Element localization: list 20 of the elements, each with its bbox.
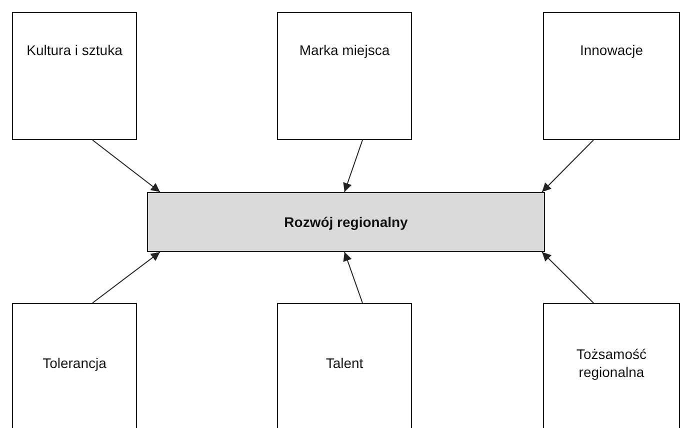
arrow: [542, 252, 594, 304]
factor-box: [12, 303, 137, 428]
factor-box: [277, 303, 412, 428]
factor-box: [543, 303, 680, 428]
box-label: Rozwój regionalny: [284, 213, 408, 231]
box-label: Tolerancja: [42, 354, 106, 372]
arrow: [92, 140, 160, 192]
factor-box: [277, 12, 412, 140]
box-label: Kultura i sztuka: [26, 41, 122, 59]
central-box: [147, 192, 545, 252]
arrow: [343, 252, 363, 304]
box-label: Marka miejsca: [299, 41, 390, 59]
factor-box: [12, 12, 137, 140]
arrow: [343, 140, 363, 192]
arrow: [542, 140, 594, 192]
factor-box: [543, 12, 680, 140]
box-label: Talent: [326, 354, 364, 372]
arrow: [92, 252, 160, 304]
box-label: Tożsamość regionalna: [575, 345, 648, 381]
box-label: Innowacje: [580, 41, 644, 59]
